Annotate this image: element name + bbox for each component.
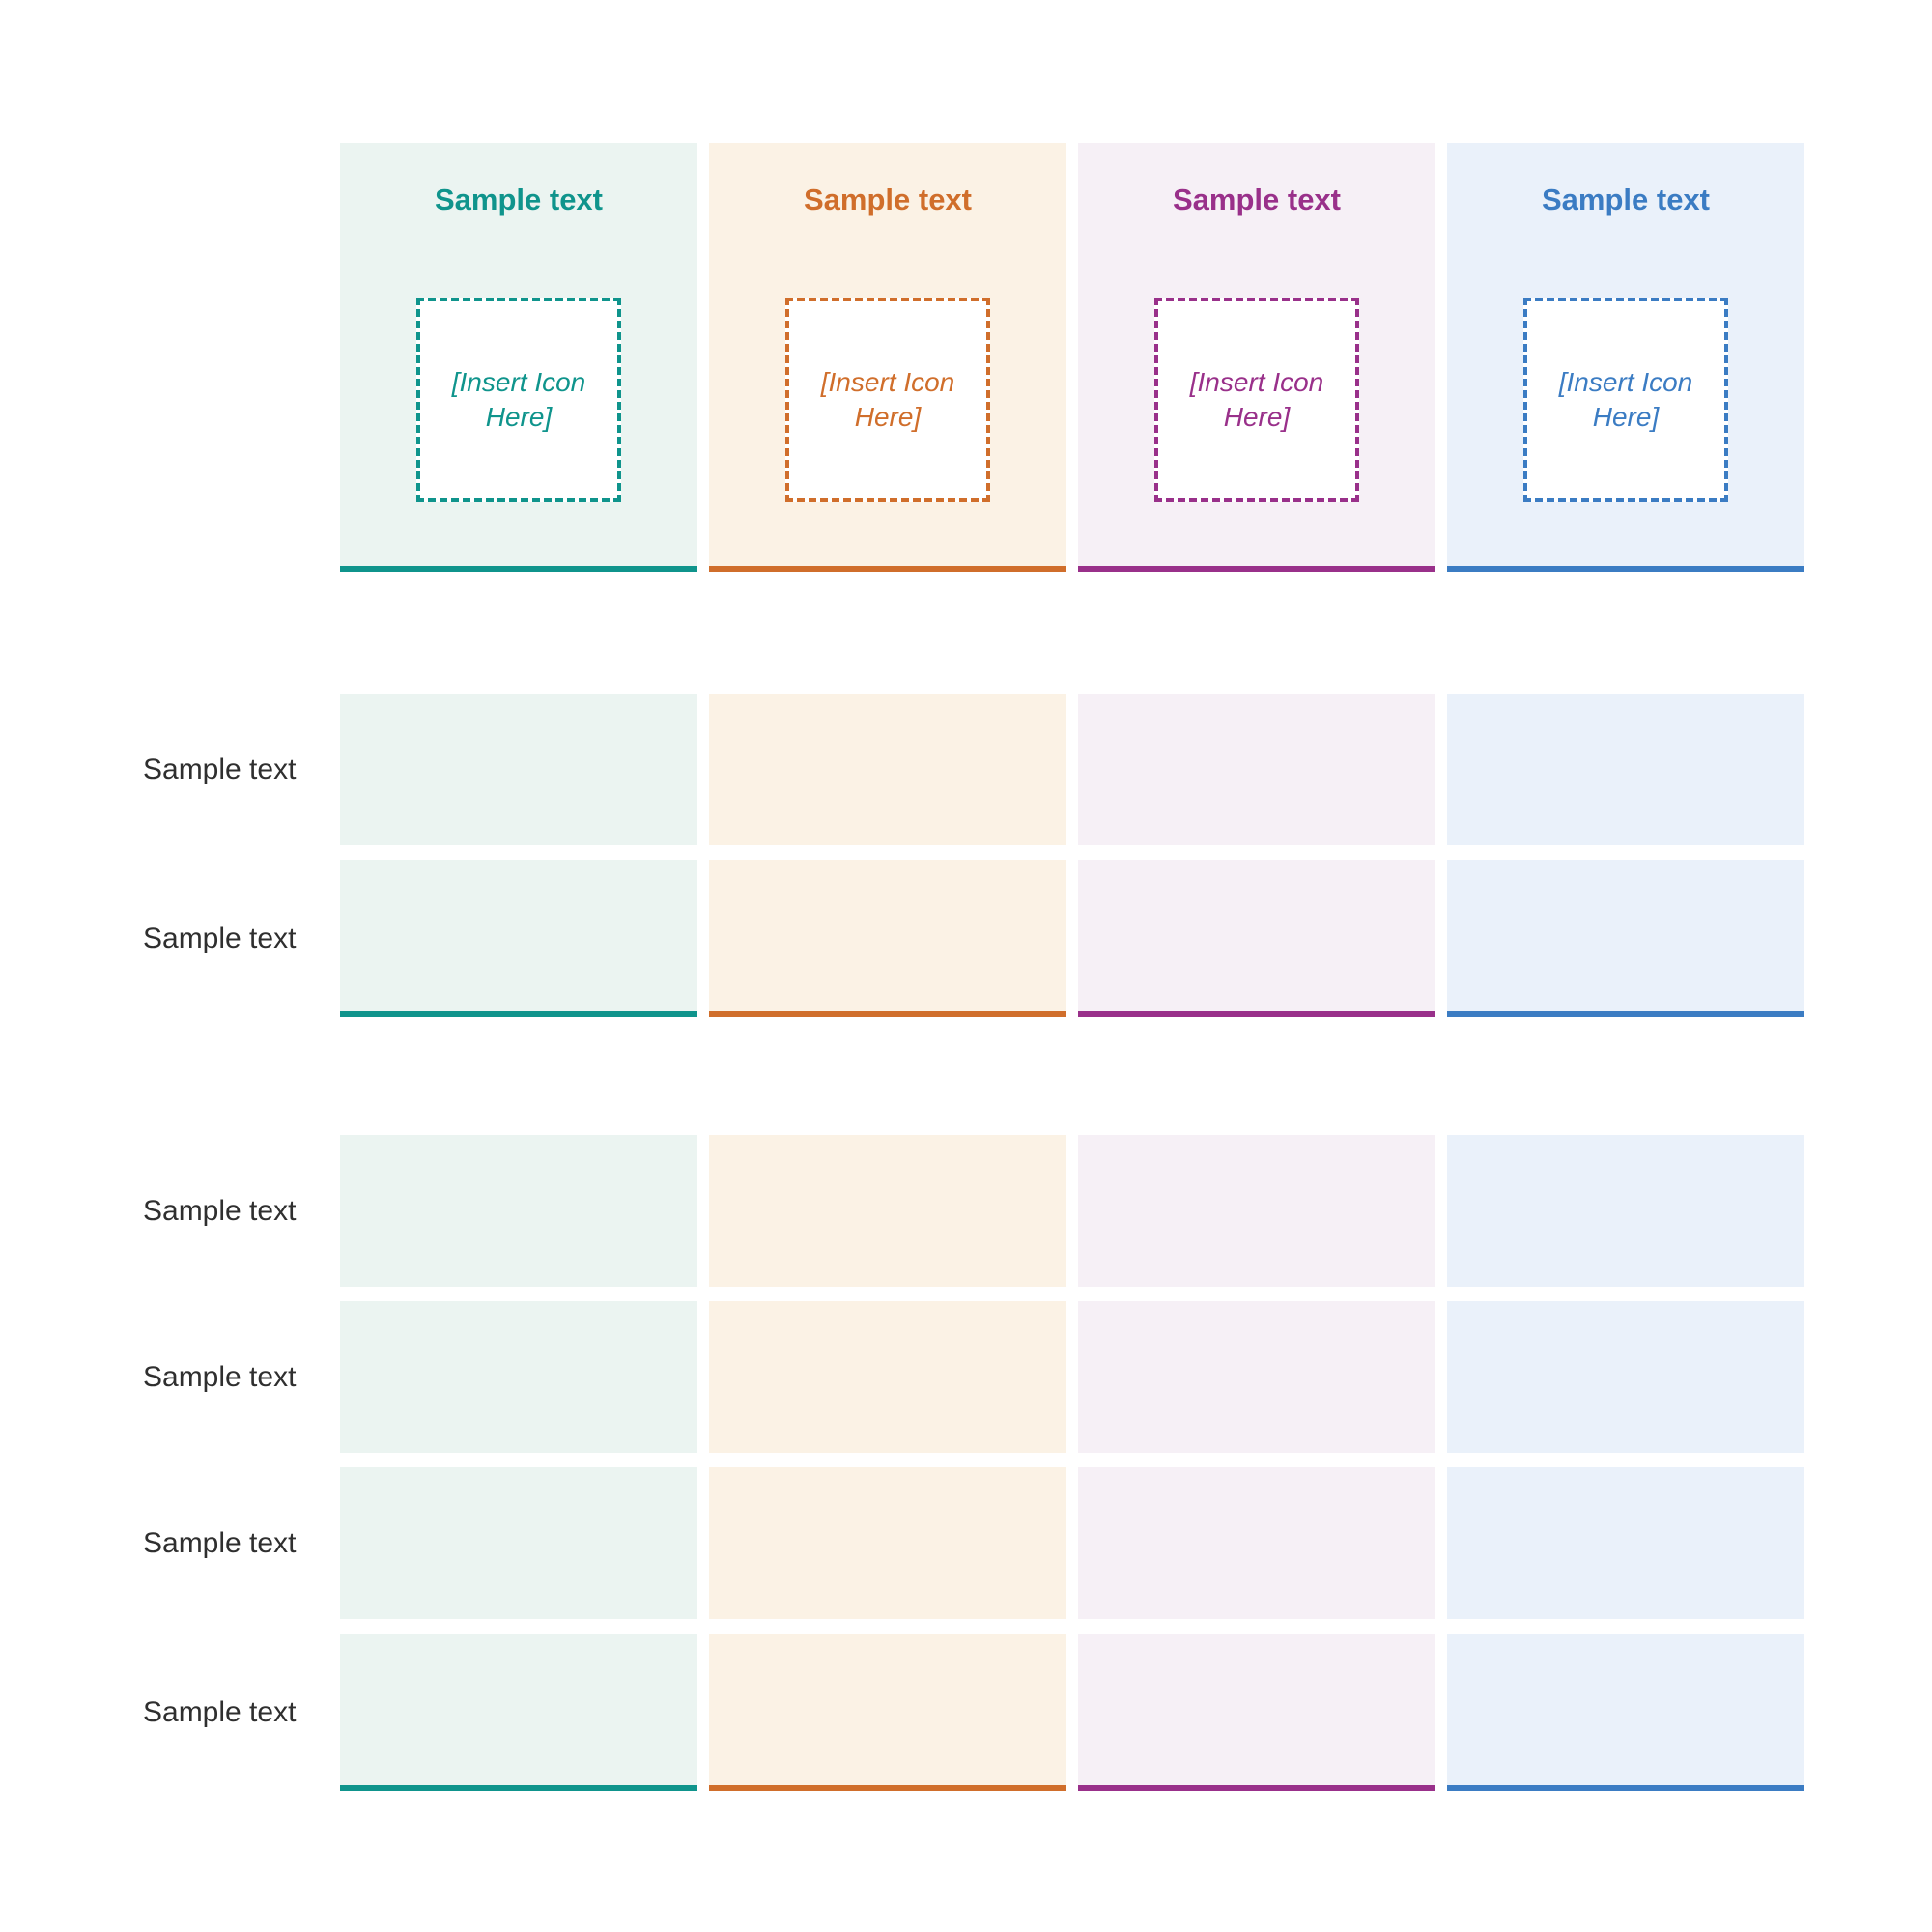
icon-placeholder-box[interactable]: [Insert Icon Here] — [416, 298, 621, 502]
matrix-cell — [1447, 1634, 1804, 1791]
matrix-section-2: Sample text Sample text Sample text Samp… — [135, 1135, 1804, 1791]
matrix-cell — [1078, 860, 1435, 1017]
matrix-cell — [709, 1634, 1066, 1791]
icon-placeholder-box[interactable]: [Insert Icon Here] — [785, 298, 990, 502]
icon-placeholder-box[interactable]: [Insert Icon Here] — [1154, 298, 1359, 502]
matrix-cell — [1447, 1135, 1804, 1287]
row-label: Sample text — [143, 753, 297, 785]
matrix-cell — [340, 694, 697, 845]
matrix-cell — [1078, 694, 1435, 845]
matrix-cell — [1078, 1135, 1435, 1287]
column-header-card-3: Sample text [Insert Icon Here] — [1078, 143, 1435, 572]
column-header-card-1: Sample text [Insert Icon Here] — [340, 143, 697, 572]
header-spacer — [135, 143, 328, 572]
matrix-cell — [1078, 1467, 1435, 1619]
matrix-cell — [709, 1135, 1066, 1287]
matrix-cell — [1447, 1467, 1804, 1619]
icon-placeholder-label: [Insert Icon Here] — [820, 367, 955, 432]
matrix-cell — [340, 1467, 697, 1619]
column-title: Sample text — [1541, 183, 1710, 216]
column-title: Sample text — [803, 183, 972, 216]
matrix-cell — [709, 1467, 1066, 1619]
header-row: Sample text [Insert Icon Here] Sample te… — [135, 143, 1804, 572]
matrix-cell — [340, 1634, 697, 1791]
row-label: Sample text — [143, 922, 297, 954]
matrix-cell — [1447, 1301, 1804, 1453]
row-label: Sample text — [143, 1360, 297, 1393]
matrix-cell — [1078, 1301, 1435, 1453]
matrix-cell — [340, 1301, 697, 1453]
matrix-cell — [709, 694, 1066, 845]
matrix-cell — [340, 860, 697, 1017]
column-header-card-4: Sample text [Insert Icon Here] — [1447, 143, 1804, 572]
icon-placeholder-label: [Insert Icon Here] — [1558, 367, 1693, 432]
matrix-cell — [709, 1301, 1066, 1453]
matrix-cell — [340, 1135, 697, 1287]
matrix-cell — [1447, 694, 1804, 845]
column-header-card-2: Sample text [Insert Icon Here] — [709, 143, 1066, 572]
matrix-cell — [1447, 860, 1804, 1017]
matrix-section-1: Sample text Sample text — [135, 694, 1804, 1017]
icon-placeholder-box[interactable]: [Insert Icon Here] — [1523, 298, 1728, 502]
column-title: Sample text — [434, 183, 603, 216]
matrix-cell — [709, 860, 1066, 1017]
matrix-cell — [1078, 1634, 1435, 1791]
icon-placeholder-label: [Insert Icon Here] — [1189, 367, 1324, 432]
row-label: Sample text — [143, 1695, 297, 1728]
row-label: Sample text — [143, 1526, 297, 1559]
icon-placeholder-label: [Insert Icon Here] — [451, 367, 586, 432]
row-label: Sample text — [143, 1194, 297, 1227]
column-title: Sample text — [1172, 183, 1341, 216]
